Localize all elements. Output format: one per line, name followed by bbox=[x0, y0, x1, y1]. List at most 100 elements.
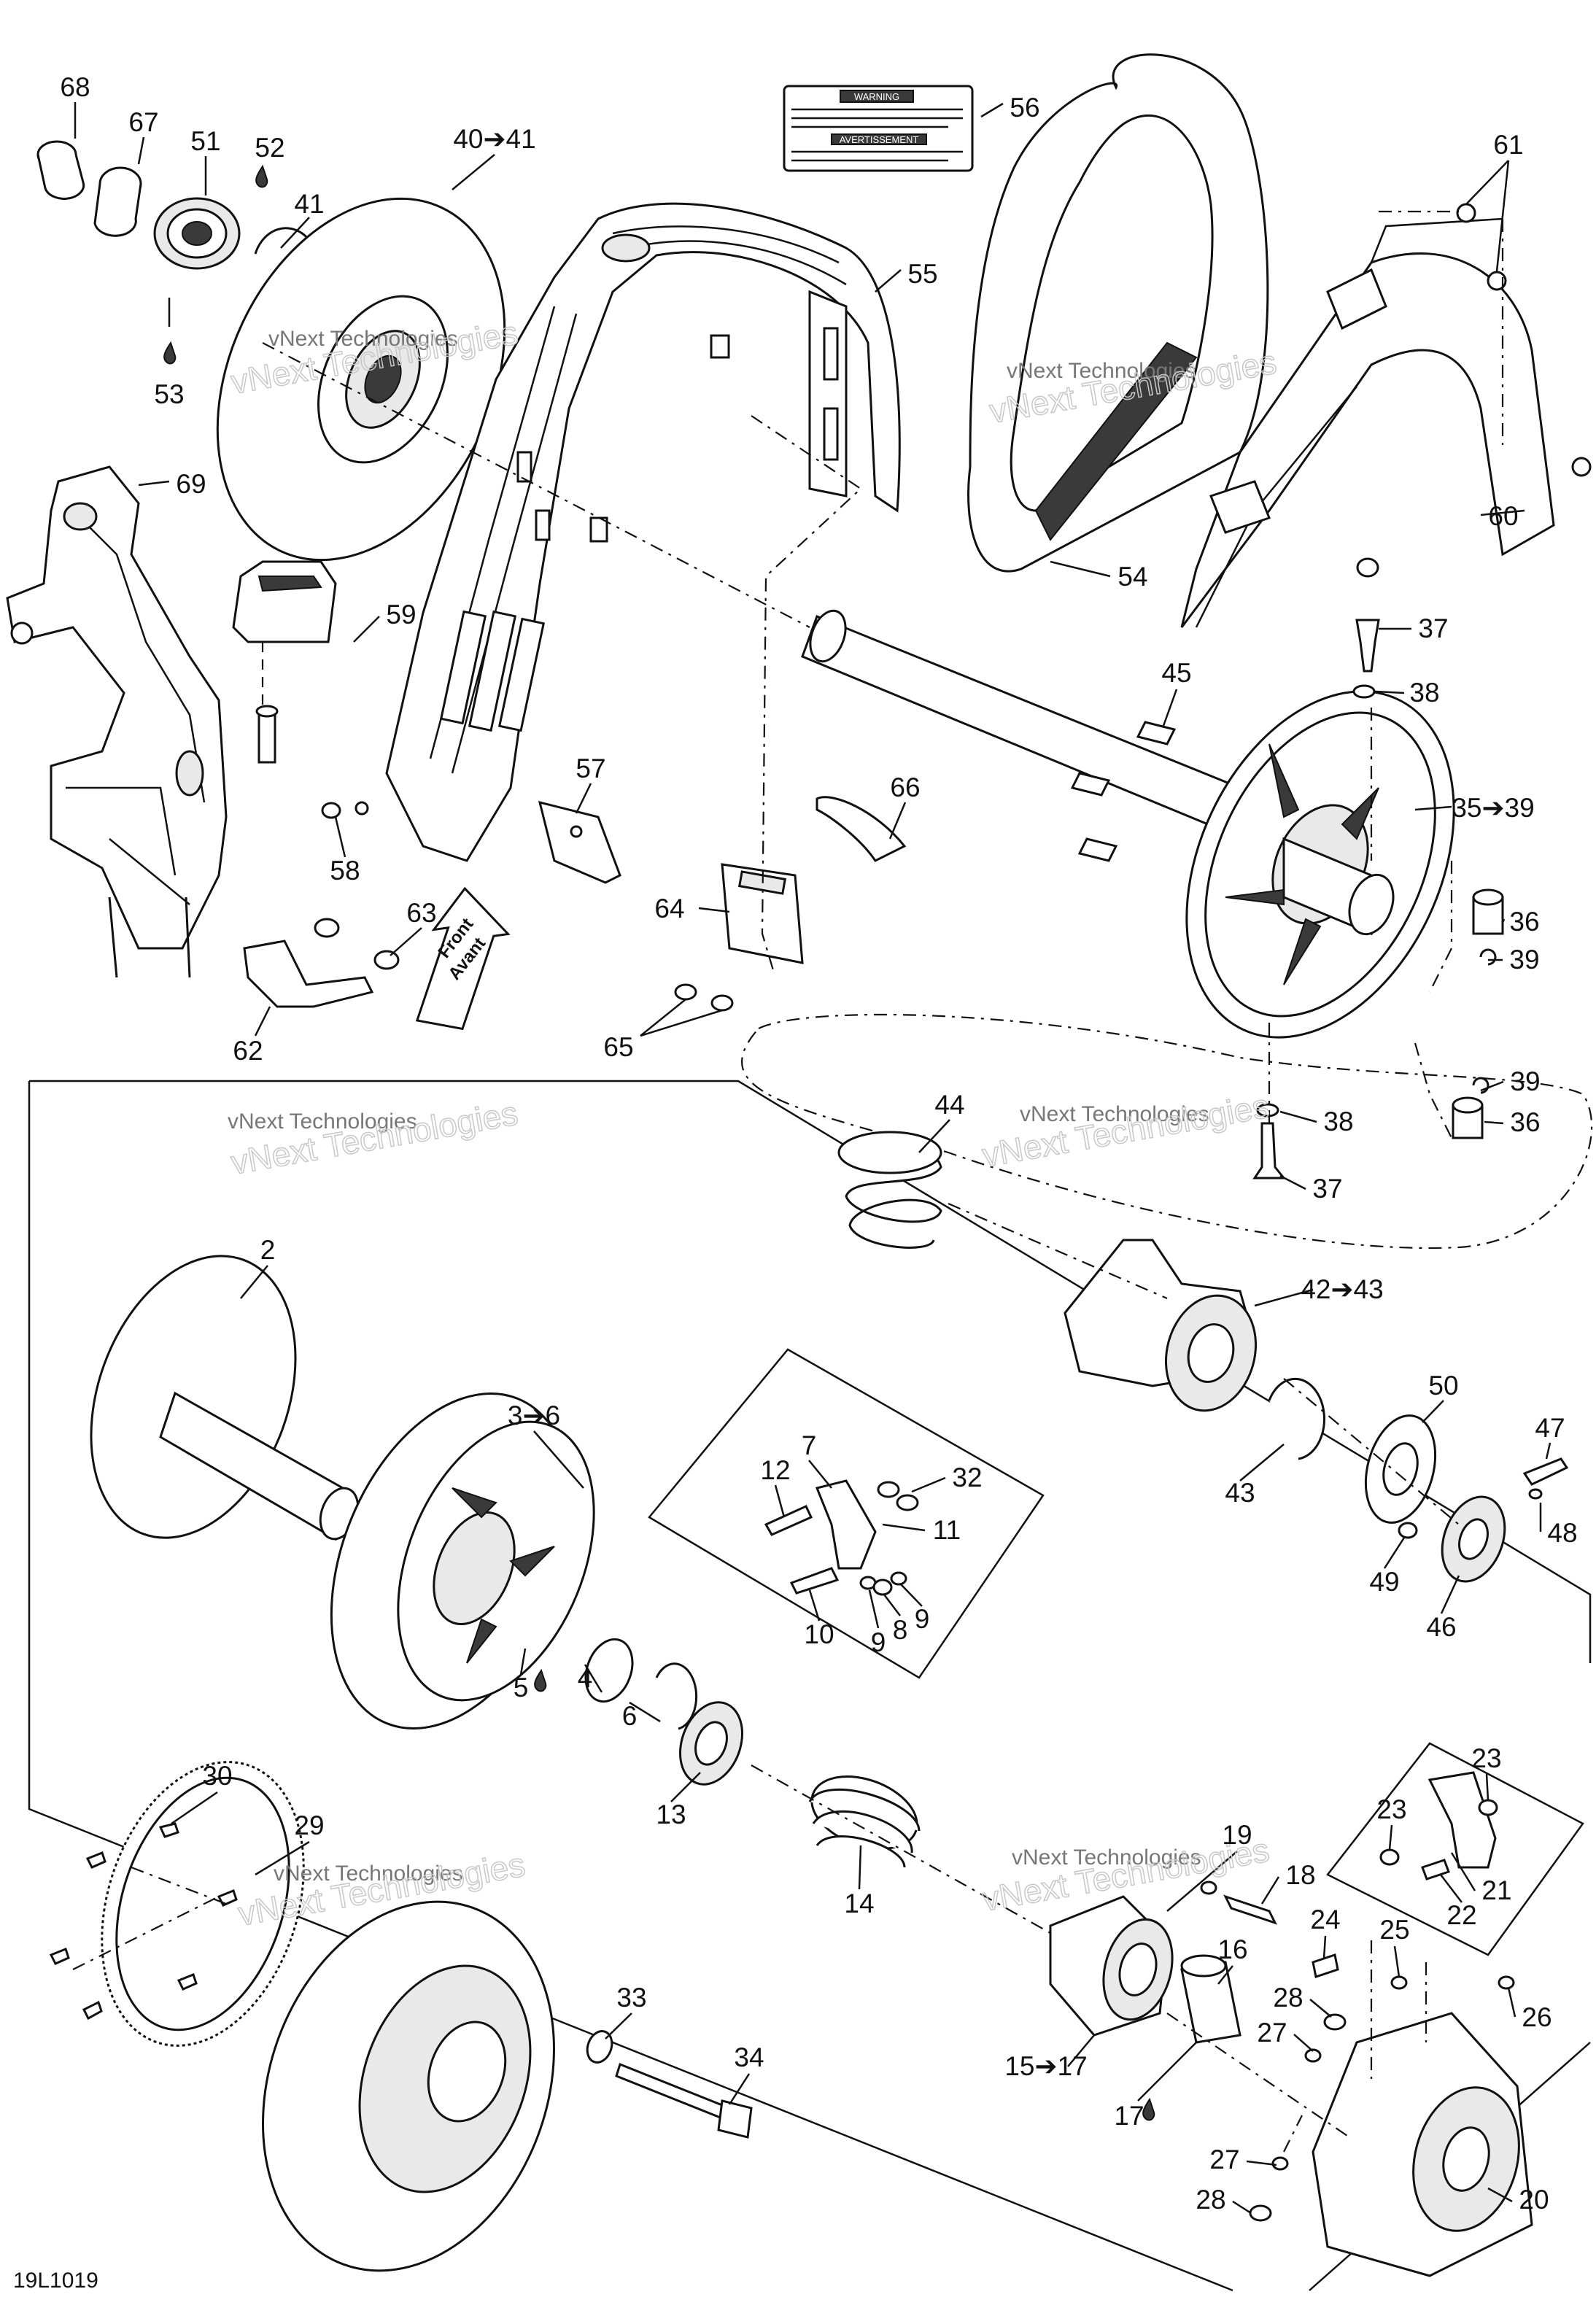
lever-21 bbox=[1428, 1771, 1497, 1869]
oil-drop-icon bbox=[163, 341, 177, 365]
nut-49 bbox=[1398, 1522, 1418, 1539]
callout-c27a: 27 bbox=[1257, 2018, 1287, 2048]
bushing-68 bbox=[36, 140, 85, 200]
callout-c3-6: 3➔6 bbox=[508, 1401, 560, 1430]
callout-c22: 22 bbox=[1446, 1900, 1476, 1930]
callout-c50: 50 bbox=[1428, 1371, 1458, 1401]
callout-c9a: 9 bbox=[871, 1627, 886, 1657]
callout-c37b: 37 bbox=[1312, 1174, 1342, 1204]
callout-c37a: 37 bbox=[1418, 613, 1448, 643]
callout-c26: 26 bbox=[1522, 2002, 1552, 2032]
screw-32 bbox=[877, 1481, 919, 1511]
centerline bbox=[1283, 2115, 1303, 2153]
bracket-69 bbox=[6, 465, 228, 978]
callout-c52: 52 bbox=[255, 133, 284, 163]
callout-c46: 46 bbox=[1426, 1612, 1456, 1642]
bearing-51 bbox=[153, 197, 241, 270]
oil-drop-icon bbox=[1142, 2097, 1155, 2121]
oil-drop-icon bbox=[255, 164, 268, 188]
callout-c19: 19 bbox=[1222, 1820, 1252, 1850]
callout-c36b: 36 bbox=[1510, 1107, 1540, 1137]
callout-c38b: 38 bbox=[1323, 1107, 1353, 1136]
drive-pulley-housing bbox=[262, 1900, 555, 2272]
watermark-outline: vNext Technologies bbox=[228, 1094, 521, 1182]
callout-c25: 25 bbox=[1379, 1915, 1409, 1945]
washer-38-bottom bbox=[1256, 1103, 1279, 1117]
front-arrow: Front Avant bbox=[415, 886, 511, 1031]
callout-c29: 29 bbox=[294, 1810, 324, 1840]
callout-c59: 59 bbox=[386, 600, 416, 630]
callout-c17: 17 bbox=[1114, 2101, 1144, 2131]
plate-57 bbox=[538, 800, 621, 884]
callout-c23b: 23 bbox=[1376, 1794, 1406, 1824]
centerline bbox=[1414, 861, 1453, 1139]
callout-c35-39: 35➔39 bbox=[1452, 793, 1534, 823]
guard-cover-60 bbox=[1180, 217, 1555, 628]
callout-c32: 32 bbox=[952, 1463, 982, 1492]
pin-12 bbox=[764, 1505, 813, 1536]
seal-13 bbox=[678, 1701, 744, 1786]
callout-c54: 54 bbox=[1117, 562, 1147, 592]
centerline bbox=[1166, 2013, 1350, 2138]
callout-c55: 55 bbox=[907, 259, 937, 289]
callout-c10: 10 bbox=[804, 1619, 834, 1649]
centerline bbox=[1379, 210, 1504, 445]
shaft bbox=[801, 609, 1241, 834]
callout-c43: 43 bbox=[1225, 1478, 1255, 1508]
flyweight-7 bbox=[815, 1479, 877, 1570]
callout-c24: 24 bbox=[1310, 1905, 1340, 1934]
watermark-text: vNext Technologies bbox=[228, 1109, 417, 1134]
rivet-63 bbox=[314, 918, 400, 970]
belt-guard-55 bbox=[385, 202, 901, 862]
callout-c21: 21 bbox=[1481, 1875, 1511, 1905]
screw-47 bbox=[1522, 1457, 1569, 1500]
watermark-text: vNext Technologies bbox=[1020, 1102, 1209, 1126]
diagram-code: 19L1019 bbox=[13, 2269, 98, 2293]
centerline bbox=[751, 415, 862, 971]
callout-c6: 6 bbox=[622, 1701, 638, 1731]
callout-c2: 2 bbox=[260, 1235, 276, 1265]
callout-c57: 57 bbox=[576, 754, 605, 783]
callout-c23a: 23 bbox=[1471, 1743, 1501, 1773]
clip-25-26-27-28 bbox=[1249, 1975, 1515, 2222]
spider-15-17 bbox=[1049, 1895, 1174, 2037]
callout-c9b: 9 bbox=[915, 1604, 930, 1634]
callout-c63: 63 bbox=[406, 898, 436, 928]
callout-c65: 65 bbox=[603, 1032, 633, 1062]
callout-c11: 11 bbox=[933, 1515, 961, 1545]
callout-c39b: 39 bbox=[1510, 1066, 1540, 1096]
callout-c44: 44 bbox=[934, 1090, 964, 1120]
callout-c13: 13 bbox=[656, 1800, 686, 1829]
callout-c62: 62 bbox=[233, 1036, 263, 1066]
bolt-34 bbox=[615, 2063, 753, 2139]
drive-belt-54 bbox=[967, 53, 1269, 573]
callout-c15-17: 15➔17 bbox=[1004, 2051, 1087, 2081]
centerline bbox=[72, 1866, 227, 1970]
screw-37-top bbox=[1355, 619, 1380, 673]
sheave-40-41 bbox=[216, 197, 506, 562]
callout-c42-43: 42➔43 bbox=[1301, 1274, 1383, 1304]
callout-c30: 30 bbox=[202, 1761, 232, 1791]
movable-sheave-3-6 bbox=[330, 1392, 595, 1730]
warning-title: WARNING bbox=[854, 91, 899, 102]
watermark-text: vNext Technologies bbox=[274, 1862, 463, 1886]
callout-c53: 53 bbox=[154, 379, 184, 409]
watermark-outline: vNext Technologies bbox=[980, 1087, 1272, 1174]
hairpin-66 bbox=[816, 796, 907, 862]
callout-c69: 69 bbox=[176, 469, 206, 499]
circlip-43 bbox=[1268, 1377, 1325, 1460]
callout-c47: 47 bbox=[1535, 1413, 1565, 1443]
pulley-35-39 bbox=[1185, 690, 1455, 1039]
callout-c5: 5 bbox=[514, 1673, 529, 1703]
screw-65 bbox=[674, 983, 734, 1012]
screw-37-bottom bbox=[1252, 1122, 1287, 1180]
callout-c56: 56 bbox=[1010, 93, 1039, 123]
slider-36-top bbox=[1472, 888, 1504, 966]
callout-c28a: 28 bbox=[1273, 1983, 1303, 2013]
cushion-59 bbox=[232, 560, 337, 708]
nut-58 bbox=[321, 801, 369, 819]
cam-slider-46 bbox=[1441, 1495, 1506, 1583]
centerline bbox=[1268, 708, 1373, 1123]
